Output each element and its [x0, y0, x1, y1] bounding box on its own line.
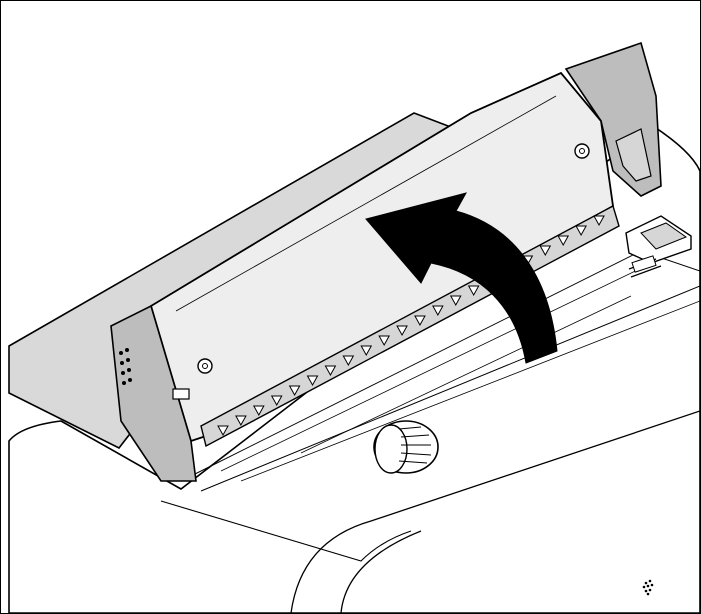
triangle-marker-icon [575, 225, 587, 237]
left-keypad [119, 348, 132, 385]
triangle-marker-icon [324, 365, 337, 377]
triangle-marker-icon [593, 215, 605, 227]
cover-ridge [150, 72, 562, 307]
printer-front-panel [290, 410, 700, 613]
triangle-marker-icon [270, 395, 283, 407]
triangle-marker-icon [235, 415, 247, 427]
triangle-marker-icon [288, 385, 301, 397]
screw-icon [197, 358, 213, 374]
triangle-marker-icon [360, 345, 373, 357]
screw-icon [574, 143, 590, 159]
triangle-marker-icon [449, 295, 462, 307]
triangle-marker-icon [396, 325, 408, 337]
triangle-marker-icon [217, 425, 229, 437]
cover-crease [175, 95, 557, 312]
triangle-marker-icon [306, 375, 319, 387]
cover-right-latch [615, 128, 652, 182]
triangle-marker-icon [557, 235, 570, 247]
cover-left-end-cap [110, 304, 197, 482]
triangle-marker-icon [252, 405, 265, 417]
triangle-marker-icon [378, 335, 390, 347]
printer-front-edge [160, 500, 412, 562]
triangle-marker-icon [467, 285, 480, 297]
left-hinge [172, 388, 190, 400]
printer-interior-lines [220, 260, 700, 482]
right-feeder [625, 215, 692, 278]
speaker-grille-icon [642, 579, 654, 596]
triangle-marker-icon [414, 315, 426, 327]
platen-knob [373, 420, 439, 474]
curved-arrow-icon [365, 192, 558, 364]
triangle-marker-icon [432, 305, 444, 317]
triangle-marker-icon [539, 245, 552, 257]
triangle-marker-icon [342, 355, 355, 367]
